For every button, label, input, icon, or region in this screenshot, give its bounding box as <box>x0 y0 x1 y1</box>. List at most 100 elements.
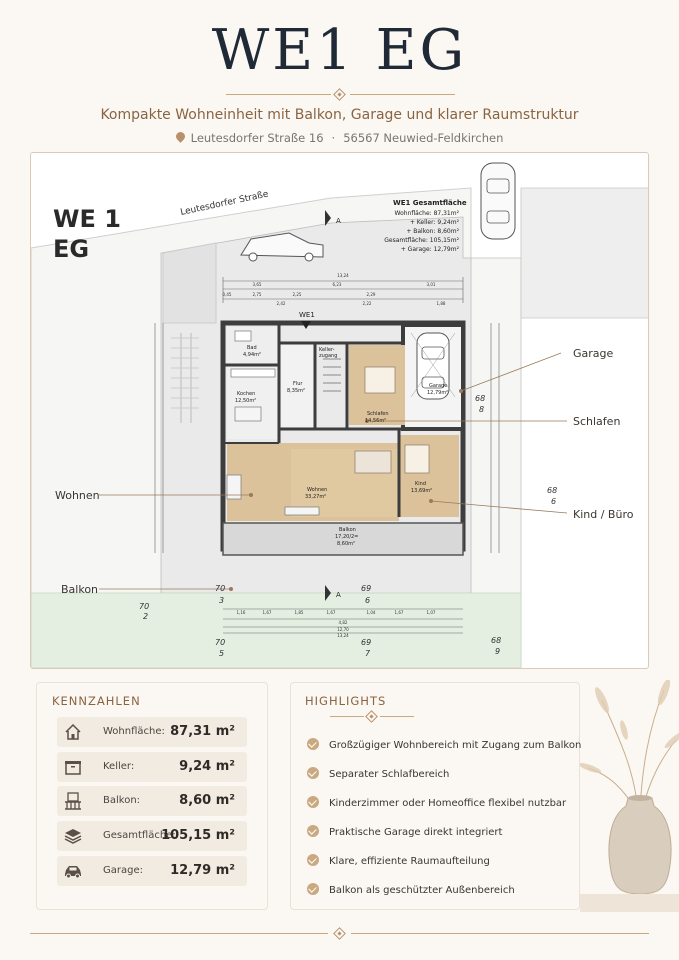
parcel-70-5-b: 5 <box>219 649 224 658</box>
kennzahl-value: 12,79 m² <box>170 863 235 878</box>
car-side-icon <box>240 232 324 262</box>
area-box-line3: + Balkon: 8,60m² <box>406 228 459 235</box>
room-flur: Flur <box>293 381 303 387</box>
highlights-divider-right <box>380 716 414 717</box>
floor-plan-drawing: Leutesdorfer Straße WE 1 EG WE1 A A WE1 … <box>31 162 648 668</box>
parcel-69-6: 69 <box>361 584 371 593</box>
parcel-70-2: 70 <box>139 602 149 611</box>
dim-top-5: 2,25 <box>293 292 302 297</box>
dim-top-8: 2,42 <box>277 301 286 306</box>
kennzahl-row-wohnflaeche: Wohnfläche: 87,31 m² <box>57 717 247 747</box>
dim-top-7: 0,45 <box>223 292 232 297</box>
highlight-text: Großzügiger Wohnbereich mit Zugang zum B… <box>329 740 582 751</box>
highlight-text: Separater Schlafbereich <box>329 769 450 780</box>
room-garage: Garage <box>429 383 447 389</box>
area-box-line2: + Keller: 9,24m² <box>410 219 460 226</box>
highlights-card <box>290 682 580 910</box>
floor-plan: Leutesdorfer Straße WE 1 EG WE1 A A WE1 … <box>30 152 649 669</box>
highlight-text: Balkon als geschützter Außenbereich <box>329 885 515 896</box>
check-icon <box>307 767 319 779</box>
kennzahl-value: 105,15 m² <box>161 828 235 843</box>
dim-bottom-9: 12,70 <box>337 627 349 632</box>
parcel-68-6: 68 <box>547 486 557 495</box>
unit-mark-eg: EG <box>53 235 89 263</box>
parcel-68-8: 68 <box>475 394 485 403</box>
parcel-70-2-b: 2 <box>143 612 148 621</box>
dim-top-9: 2,22 <box>363 301 372 306</box>
highlight-item-1: Großzügiger Wohnbereich mit Zugang zum B… <box>307 736 581 751</box>
dim-top-total: 13,24 <box>337 273 349 278</box>
box-icon <box>65 761 81 775</box>
parcel-69-6-b: 6 <box>365 596 370 605</box>
parcel-70-3-b: 3 <box>219 596 224 605</box>
dim-bottom-2: 1,67 <box>263 610 272 615</box>
kennzahl-row-keller: Keller: 9,24 m² <box>57 752 247 782</box>
dim-bottom-5: 1,04 <box>367 610 376 615</box>
highlight-item-2: Separater Schlafbereich <box>307 765 449 780</box>
room-bad: Bad <box>247 345 257 351</box>
callout-balkon: Balkon <box>61 583 99 596</box>
balcony-icon <box>65 792 81 810</box>
parcel-68-8-b: 8 <box>479 405 484 414</box>
room-flur-area: 8,35m² <box>287 388 305 394</box>
parcel-70-5: 70 <box>215 638 225 647</box>
parcel-68-9-b: 9 <box>495 647 500 656</box>
page-subtitle: Kompakte Wohneinheit mit Balkon, Garage … <box>100 107 579 123</box>
highlight-item-6: Balkon als geschützter Außenbereich <box>307 881 515 896</box>
highlights-title: HIGHLIGHTS <box>305 694 387 708</box>
check-icon <box>307 854 319 866</box>
kennzahl-label: Balkon: <box>103 795 141 806</box>
highlight-text: Klare, effiziente Raumaufteilung <box>329 856 490 867</box>
area-box-line1: Wohnfläche: 87,31m² <box>395 210 460 217</box>
divider-diamond-icon <box>333 88 346 101</box>
footer-diamond-icon <box>333 927 346 940</box>
address-city: 56567 Neuwied-Feldkirchen <box>343 131 504 145</box>
dim-bottom-4: 1,67 <box>327 610 336 615</box>
vase-decoration <box>580 680 679 912</box>
parcel-69-7: 69 <box>361 638 371 647</box>
footer-divider-right <box>351 933 649 934</box>
location-pin-icon <box>173 130 187 143</box>
dim-bottom-6: 1,67 <box>395 610 404 615</box>
room-wohnen: Wohnen <box>307 487 327 493</box>
address-line: Leutesdorfer Straße 16·56567 Neuwied-Fel… <box>0 130 679 145</box>
dim-bottom-1: 1,16 <box>237 610 246 615</box>
kennzahl-row-balkon: Balkon: 8,60 m² <box>57 786 247 816</box>
dim-top-6: 2,29 <box>367 292 376 297</box>
kennzahl-label: Keller: <box>103 761 135 772</box>
area-box-line4: Gesamtfläche: 105,15m² <box>384 237 459 244</box>
callout-wohnen: Wohnen <box>55 489 100 502</box>
parcel-68-9: 68 <box>491 636 501 645</box>
car-garage-icon <box>410 332 456 400</box>
area-box-line5: + Garage: 12,79m² <box>401 246 460 253</box>
section-marker-bottom: A <box>336 591 341 599</box>
parcel-68-6-b: 6 <box>551 497 556 506</box>
dim-bottom-7: 1,07 <box>427 610 436 615</box>
layers-icon <box>64 829 82 844</box>
dim-top-10: 1,88 <box>437 301 446 306</box>
highlight-item-5: Klare, effiziente Raumaufteilung <box>307 852 490 867</box>
highlight-text: Kinderzimmer oder Homeoffice flexibel nu… <box>329 798 567 809</box>
highlight-item-4: Praktische Garage direkt integriert <box>307 823 502 838</box>
house-icon <box>65 723 81 740</box>
dim-top-1: 3,65 <box>253 282 262 287</box>
kennzahl-row-gesamtflaeche: Gesamtfläche: 105,15 m² <box>57 821 247 851</box>
kennzahl-label: Wohnfläche: <box>103 726 165 737</box>
parcel-69-7-b: 7 <box>365 649 371 658</box>
highlights-divider-left <box>330 716 364 717</box>
room-keller2: zugang <box>319 353 337 359</box>
highlight-text: Praktische Garage direkt integriert <box>329 827 503 838</box>
check-icon <box>307 738 319 750</box>
room-kochen: Kochen <box>237 391 255 397</box>
room-schlafen-area: 14,56m² <box>365 418 386 424</box>
room-balkon: Balkon <box>339 527 356 533</box>
kennzahl-value: 8,60 m² <box>179 793 235 808</box>
address-separator: · <box>331 131 336 145</box>
footer-divider-left <box>30 933 328 934</box>
kennzahl-row-garage: Garage: 12,79 m² <box>57 856 247 886</box>
entry-label: WE1 <box>299 311 315 319</box>
room-schlafen: Schlafen <box>367 411 389 417</box>
kennzahl-value: 9,24 m² <box>179 759 235 774</box>
title-divider-left <box>226 94 331 95</box>
check-icon <box>307 883 319 895</box>
